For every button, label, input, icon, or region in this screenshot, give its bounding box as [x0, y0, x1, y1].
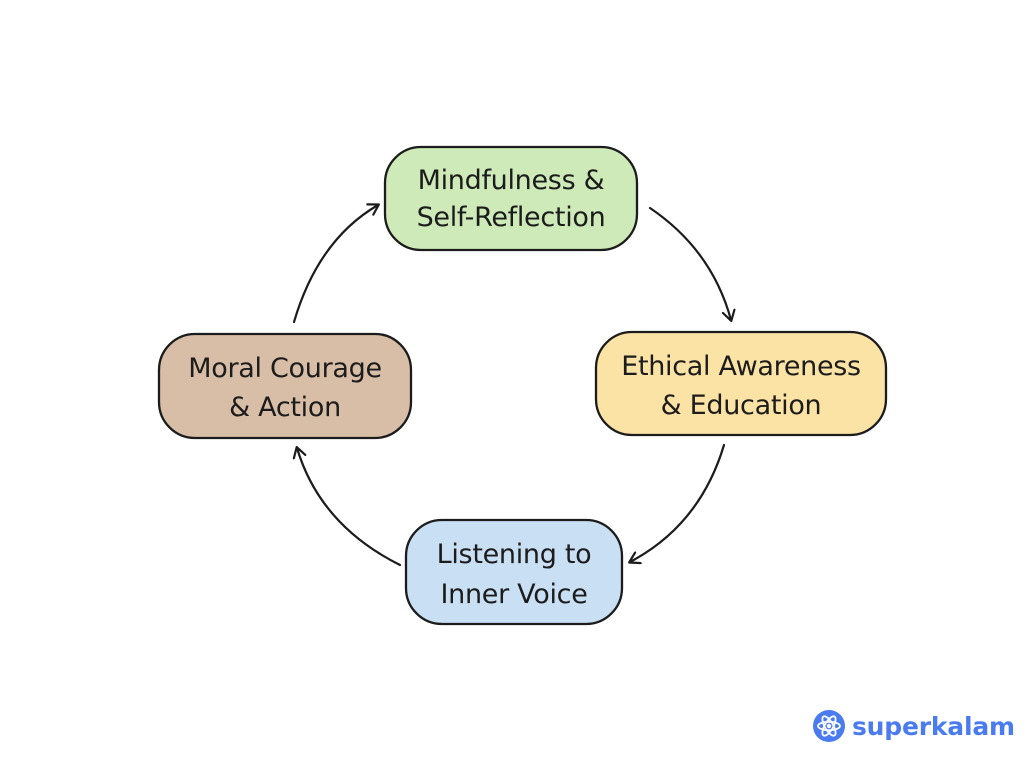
- node-box: [383, 145, 639, 252]
- atom-icon: [813, 710, 845, 742]
- node-box: [157, 332, 413, 440]
- node-moral: Moral Courage & Action: [157, 332, 413, 440]
- arrow-ethical-to-listening: [630, 443, 726, 562]
- node-label-line-2: & Education: [661, 390, 822, 421]
- node-box: [594, 330, 888, 437]
- connectors: [292, 205, 731, 567]
- node-listening: Listening to Inner Voice: [404, 518, 624, 626]
- arrow-listening-to-moral: [297, 448, 402, 567]
- node-ethical: Ethical Awareness & Education: [594, 330, 888, 437]
- node-label-line-1: Listening to: [437, 539, 592, 570]
- arrow-moral-to-mindfulness: [292, 205, 378, 324]
- node-label-line-2: Self-Reflection: [417, 202, 606, 233]
- node-label-line-1: Moral Courage: [188, 353, 382, 384]
- node-label-line-2: Inner Voice: [440, 579, 587, 610]
- arrow-mindfulness-to-ethical: [648, 206, 731, 320]
- node-box: [404, 518, 624, 626]
- brand-logo-group: superkalam: [812, 708, 1015, 744]
- node-mindfulness: Mindfulness & Self-Reflection: [383, 145, 639, 252]
- brand-name: superkalam: [852, 711, 1015, 741]
- node-label-line-1: Ethical Awareness: [621, 351, 861, 382]
- node-label-line-2: & Action: [229, 392, 341, 423]
- node-label-line-1: Mindfulness &: [418, 165, 605, 196]
